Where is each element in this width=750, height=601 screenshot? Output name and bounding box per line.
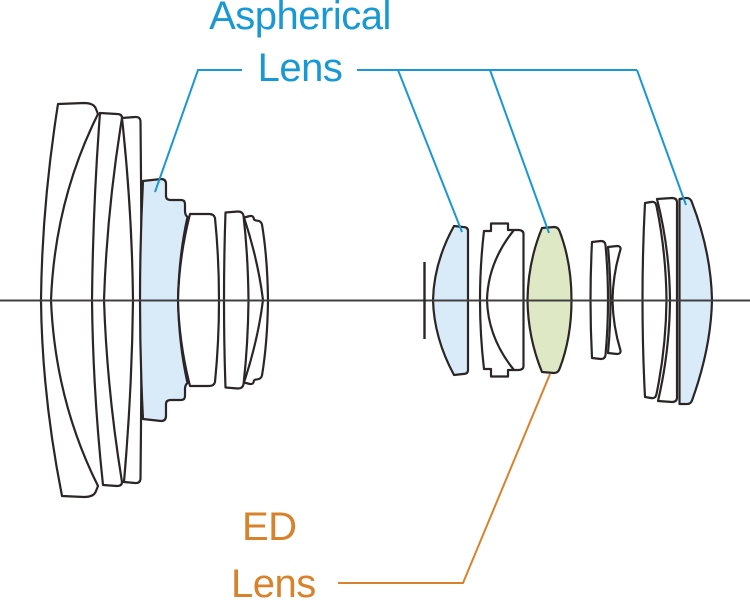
aspherical-label-line2: Lens: [257, 46, 343, 90]
rear-element-2: [655, 196, 679, 404]
aspherical-leader-branch-3: [636, 69, 687, 206]
front-element-7: [242, 214, 270, 386]
ed-leader-line: [338, 373, 551, 584]
front-element-1: [39, 101, 100, 499]
aspherical-leader-branch-2: [489, 69, 550, 234]
aspherical-leader-lines: [154, 69, 687, 234]
aspherical-label-line1: Aspherical: [209, 0, 391, 38]
ed-label-line2: Lens: [231, 562, 316, 601]
aspherical-leader-branch-1: [397, 69, 463, 233]
aspherical-leader-left: [154, 69, 242, 193]
ed-label-line1: ED: [242, 505, 297, 549]
front-element-3: [120, 115, 143, 485]
front-element-2: [90, 111, 124, 488]
